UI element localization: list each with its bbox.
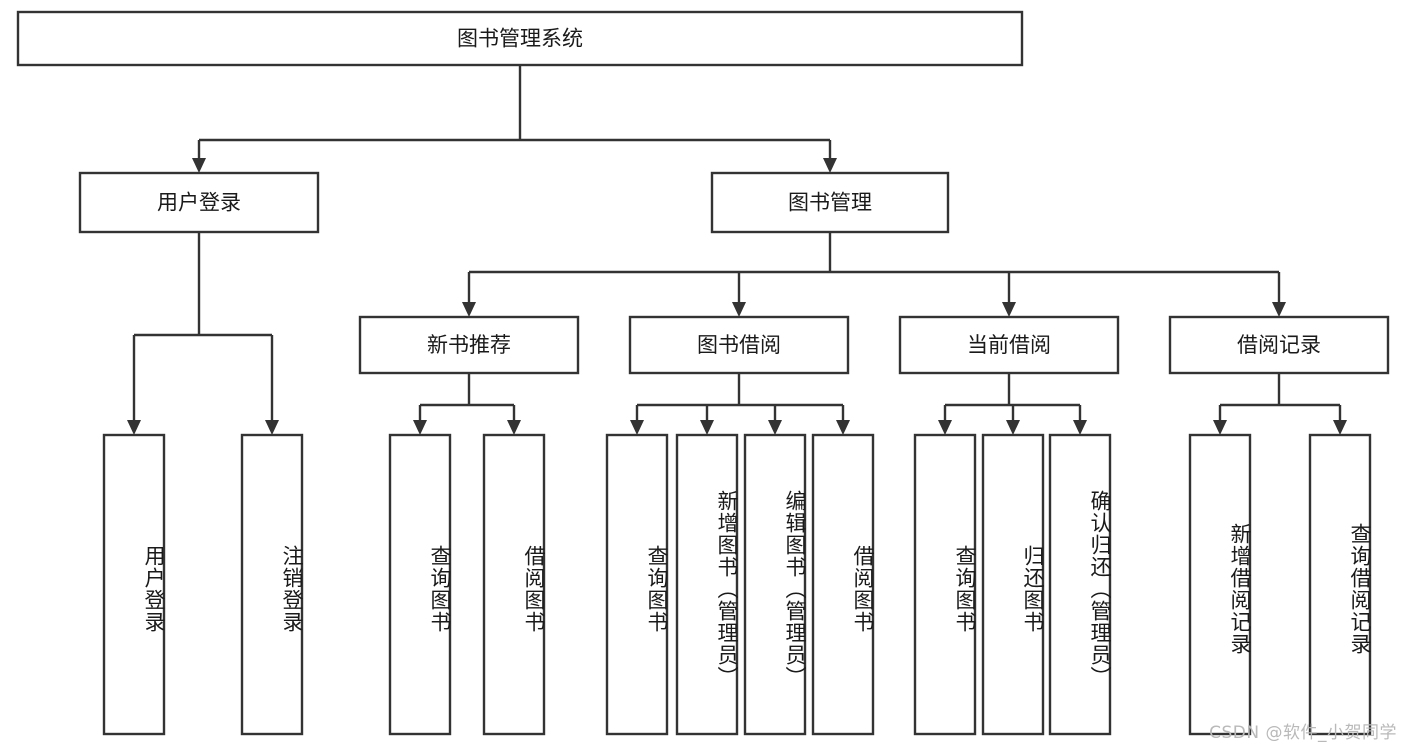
arrow-to-book-management (823, 158, 837, 173)
node-label-leaf-add-record: 新增借阅记录 (1228, 522, 1252, 655)
node-boxes (16, 10, 1390, 736)
node-box-leaf-add-book[interactable] (675, 433, 739, 736)
node-label-leaf-borrow-book-b: 借阅图书 (851, 544, 875, 633)
node-box-book-management[interactable] (710, 171, 950, 234)
arrow-to-leaf-add-record (1213, 420, 1227, 435)
arrow-to-leaf-edit-book (768, 420, 782, 435)
node-box-new-book-recommend[interactable] (358, 315, 580, 375)
node-box-leaf-user-login[interactable] (102, 433, 166, 736)
connector-lines (127, 65, 1347, 435)
node-box-leaf-add-record[interactable] (1188, 433, 1252, 736)
node-label-leaf-edit-book: 编辑图书（管理员） (783, 489, 807, 688)
arrow-to-new-book-recommend (462, 302, 476, 317)
node-box-current-borrow[interactable] (898, 315, 1120, 375)
arrow-to-leaf-confirm-return (1073, 420, 1087, 435)
arrow-to-leaf-query-book-a (413, 420, 427, 435)
arrow-to-leaf-return-book (1006, 420, 1020, 435)
arrow-to-leaf-user-login (127, 420, 141, 435)
node-box-user-login[interactable] (78, 171, 320, 234)
node-label-leaf-query-book-b: 查询图书 (645, 544, 669, 633)
watermark-text: CSDN @软件_小贺同学 (1209, 723, 1397, 743)
node-box-leaf-query-book-a[interactable] (388, 433, 452, 736)
arrow-to-leaf-query-record (1333, 420, 1347, 435)
node-label-new-book-recommend: 新书推荐 (427, 333, 511, 357)
node-box-leaf-query-book-b[interactable] (605, 433, 669, 736)
node-box-leaf-edit-book[interactable] (743, 433, 807, 736)
node-label-book-borrow: 图书借阅 (697, 333, 781, 357)
arrow-to-leaf-borrow-book-b (836, 420, 850, 435)
node-box-leaf-query-record[interactable] (1308, 433, 1372, 736)
node-label-leaf-borrow-book-a: 借阅图书 (522, 544, 546, 633)
arrow-to-leaf-query-book-c (938, 420, 952, 435)
node-box-leaf-confirm-return[interactable] (1048, 433, 1112, 736)
node-label-book-management: 图书管理 (788, 191, 872, 215)
node-label-leaf-confirm-return: 确认归还（管理员） (1088, 489, 1112, 688)
arrow-to-leaf-add-book (700, 420, 714, 435)
node-label-leaf-query-book-c: 查询图书 (953, 544, 977, 633)
node-label-current-borrow: 当前借阅 (967, 333, 1051, 357)
node-box-root[interactable] (16, 10, 1024, 67)
node-label-leaf-return-book: 归还图书 (1021, 544, 1045, 633)
node-label-user-login: 用户登录 (157, 191, 241, 215)
node-label-leaf-query-record: 查询借阅记录 (1348, 522, 1372, 655)
node-box-leaf-borrow-book-b[interactable] (811, 433, 875, 736)
arrow-to-leaf-user-logout (265, 420, 279, 435)
arrow-to-current-borrow (1002, 302, 1016, 317)
arrow-to-leaf-borrow-book-a (507, 420, 521, 435)
node-label-root: 图书管理系统 (457, 27, 583, 51)
arrow-to-borrow-record (1272, 302, 1286, 317)
node-box-leaf-user-logout[interactable] (240, 433, 304, 736)
node-box-leaf-return-book[interactable] (981, 433, 1045, 736)
node-label-leaf-query-book-a: 查询图书 (428, 544, 452, 633)
node-box-borrow-record[interactable] (1168, 315, 1390, 375)
node-label-leaf-user-login: 用户登录 (142, 544, 166, 633)
arrow-to-leaf-query-book-b (630, 420, 644, 435)
node-box-book-borrow[interactable] (628, 315, 850, 375)
node-box-leaf-borrow-book-a[interactable] (482, 433, 546, 736)
node-label-leaf-user-logout: 注销登录 (280, 544, 304, 633)
node-label-borrow-record: 借阅记录 (1237, 333, 1321, 357)
node-box-leaf-query-book-c[interactable] (913, 433, 977, 736)
arrow-to-user-login (192, 158, 206, 173)
node-label-leaf-add-book: 新增图书（管理员） (715, 489, 739, 688)
arrow-to-book-borrow (732, 302, 746, 317)
